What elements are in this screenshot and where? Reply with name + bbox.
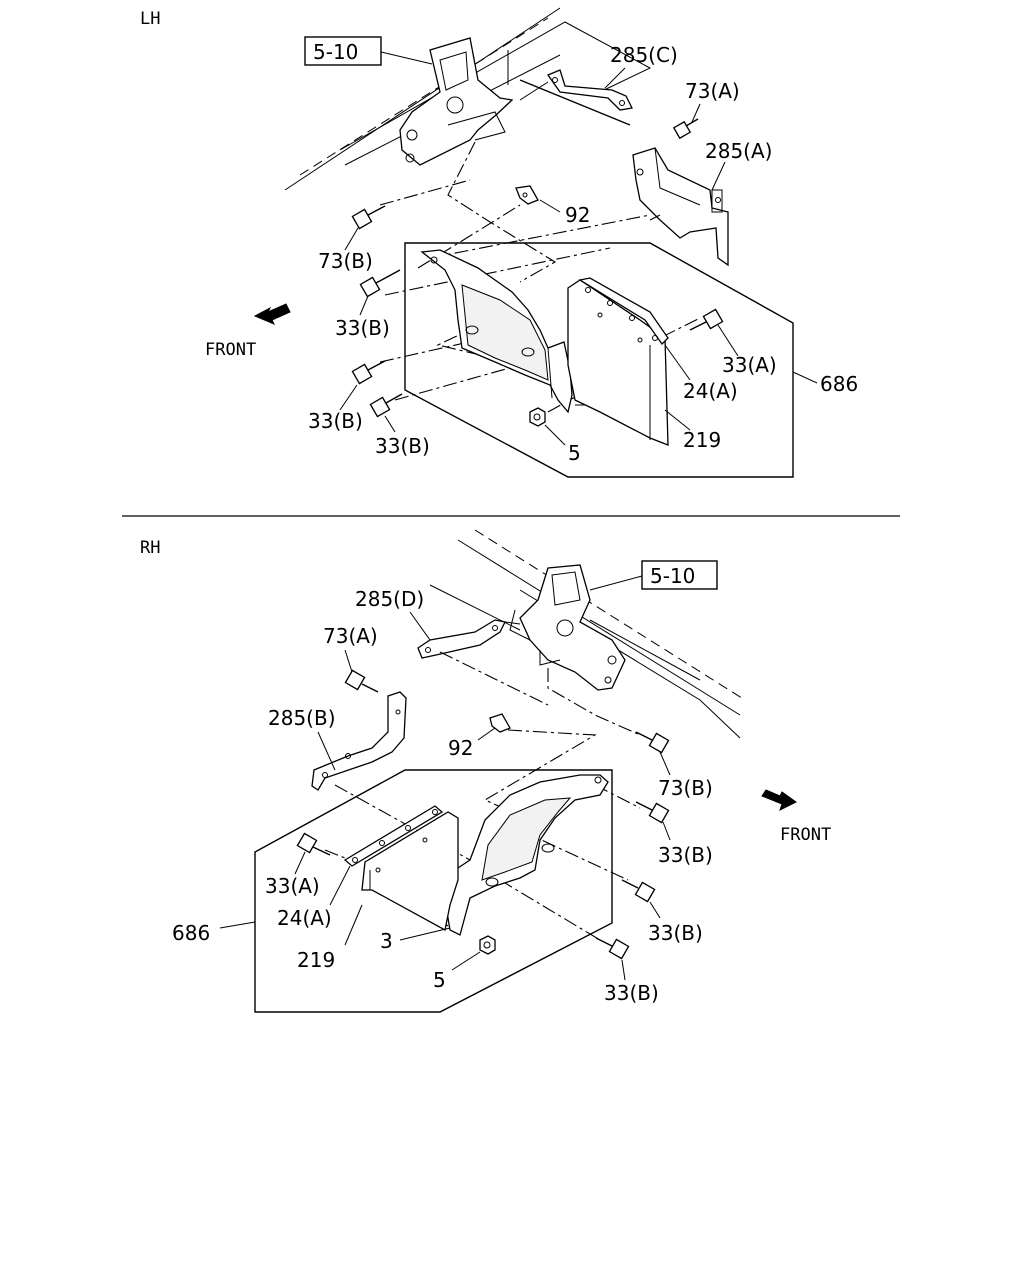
- rh-callout-219: 219: [297, 948, 335, 972]
- rh-callout-285d: 285(D): [355, 587, 424, 611]
- lh-callout-285c: 285(C): [610, 43, 678, 67]
- nut-icon: [529, 407, 546, 427]
- rh-callout-33b-3: 33(B): [604, 981, 659, 1005]
- bolt-icon: [595, 937, 630, 960]
- lh-mount-bracket: [399, 37, 514, 166]
- lh-callout-73b: 73(B): [318, 249, 373, 273]
- bolt-icon: [351, 360, 386, 385]
- lh-front-label: FRONT: [205, 340, 256, 360]
- lh-callout-33a: 33(A): [722, 353, 777, 377]
- bolt-icon: [344, 669, 379, 693]
- bolt-icon: [351, 205, 386, 230]
- rh-callout-33b-1: 33(B): [658, 843, 713, 867]
- lh-section: LH 5-10 285(C): [140, 7, 858, 478]
- rh-callout-3: 3: [380, 929, 393, 953]
- lh-bracket-285a: [632, 147, 729, 267]
- bolt-icon: [689, 308, 724, 331]
- lh-stay-285c: [519, 69, 633, 111]
- rh-front-label: FRONT: [780, 825, 831, 845]
- rh-callout-92: 92: [448, 736, 473, 760]
- rh-callout-686: 686: [172, 921, 210, 945]
- lh-mud-flap-219: [567, 277, 669, 446]
- rh-callout-24a: 24(A): [277, 906, 332, 930]
- rh-mount-bracket: [509, 564, 626, 691]
- lh-assembly-frame: [404, 242, 794, 478]
- rh-callout-285b: 285(B): [268, 706, 336, 730]
- front-arrow-icon: [761, 789, 797, 811]
- rh-stay-285d: [417, 619, 521, 659]
- rh-ref-label: 5-10: [650, 564, 695, 588]
- rh-ref-box: [641, 560, 718, 590]
- lh-section-label: LH: [140, 9, 160, 29]
- lh-callout-33b-2: 33(B): [308, 409, 363, 433]
- bolt-icon: [635, 801, 670, 824]
- bolt-icon: [672, 118, 699, 140]
- lh-callout-686: 686: [820, 372, 858, 396]
- front-arrow-icon: [253, 303, 291, 325]
- lh-clip-92: [515, 185, 539, 205]
- lh-ref-label: 5-10: [313, 40, 358, 64]
- lh-callout-73a: 73(A): [685, 79, 740, 103]
- bolt-icon: [635, 731, 670, 754]
- lh-ref-box: [304, 36, 382, 66]
- bolt-icon: [296, 832, 331, 856]
- rh-callout-5: 5: [433, 968, 446, 992]
- rh-callout-33b-2: 33(B): [648, 921, 703, 945]
- rh-callout-73a: 73(A): [323, 624, 378, 648]
- nut-icon: [479, 935, 496, 955]
- rh-callout-33a: 33(A): [265, 874, 320, 898]
- lh-callout-33b-1: 33(B): [335, 316, 390, 340]
- lh-callout-5: 5: [568, 441, 581, 465]
- rh-clip-92: [489, 713, 511, 733]
- mud-guard-icon: [444, 774, 609, 936]
- lh-callout-285a: 285(A): [705, 139, 772, 163]
- rh-callout-73b: 73(B): [658, 776, 713, 800]
- rh-section: RH 5-10 285(D): [140, 529, 831, 1013]
- rh-bracket-285b: [311, 691, 407, 791]
- rh-section-label: RH: [140, 538, 160, 558]
- rh-mud-flap-219: [343, 805, 459, 931]
- lh-callout-33b-3: 33(B): [375, 434, 430, 458]
- mud-guard-icon: [420, 249, 573, 414]
- bolt-icon: [359, 269, 401, 298]
- lh-callout-24a: 24(A): [683, 379, 738, 403]
- lh-callout-219: 219: [683, 428, 721, 452]
- lh-callout-92: 92: [565, 203, 590, 227]
- bolt-icon: [369, 393, 403, 418]
- rh-assembly-frame: [254, 769, 613, 1013]
- bolt-icon: [621, 879, 656, 903]
